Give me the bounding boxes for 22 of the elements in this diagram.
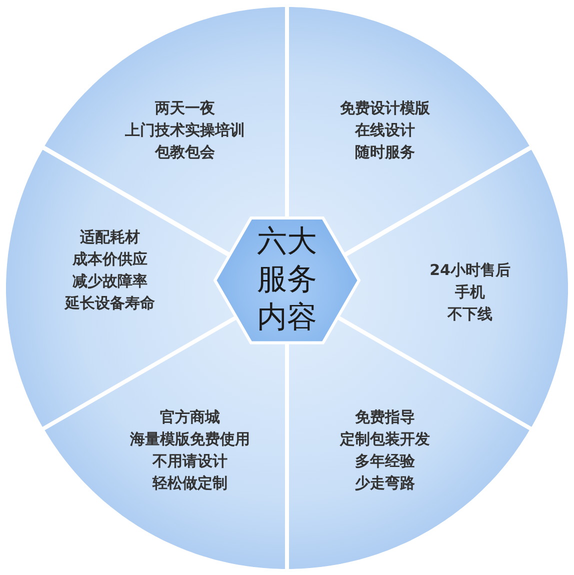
service-item-text: 少走弯路 <box>354 473 416 494</box>
service-item-text: 定制包装开发 <box>340 429 430 450</box>
service-item-text: 上门技术实操培训 <box>124 120 245 141</box>
service-item-text: 不用请设计 <box>151 451 228 472</box>
service-item-text: 海量模版免费使用 <box>130 429 250 450</box>
service-item-text: 不下线 <box>446 304 494 325</box>
service-item-text: 适配耗材 <box>79 227 141 248</box>
service-item-text: 手机 <box>454 282 486 303</box>
service-item-text: 包教包会 <box>154 142 216 163</box>
service-item-text: 24小时售后 <box>430 260 510 281</box>
service-item-text: 成本价供应 <box>71 249 148 270</box>
center-title: 六大服务内容 <box>256 222 318 337</box>
service-item-text: 减少故障率 <box>72 271 148 292</box>
service-item-text: 延长设备寿命 <box>65 293 155 314</box>
service-item-text: 在线设计 <box>354 120 416 141</box>
service-item-text: 免费指导 <box>354 407 416 428</box>
service-item-text: 免费设计模版 <box>340 98 430 119</box>
service-item-text: 轻松做定制 <box>151 473 228 494</box>
service-item-text: 两天一夜 <box>154 98 216 119</box>
service-item-text: 官方商城 <box>158 407 221 428</box>
service-item-text: 随时服务 <box>354 142 416 163</box>
service-item-text: 多年经验 <box>354 451 416 472</box>
